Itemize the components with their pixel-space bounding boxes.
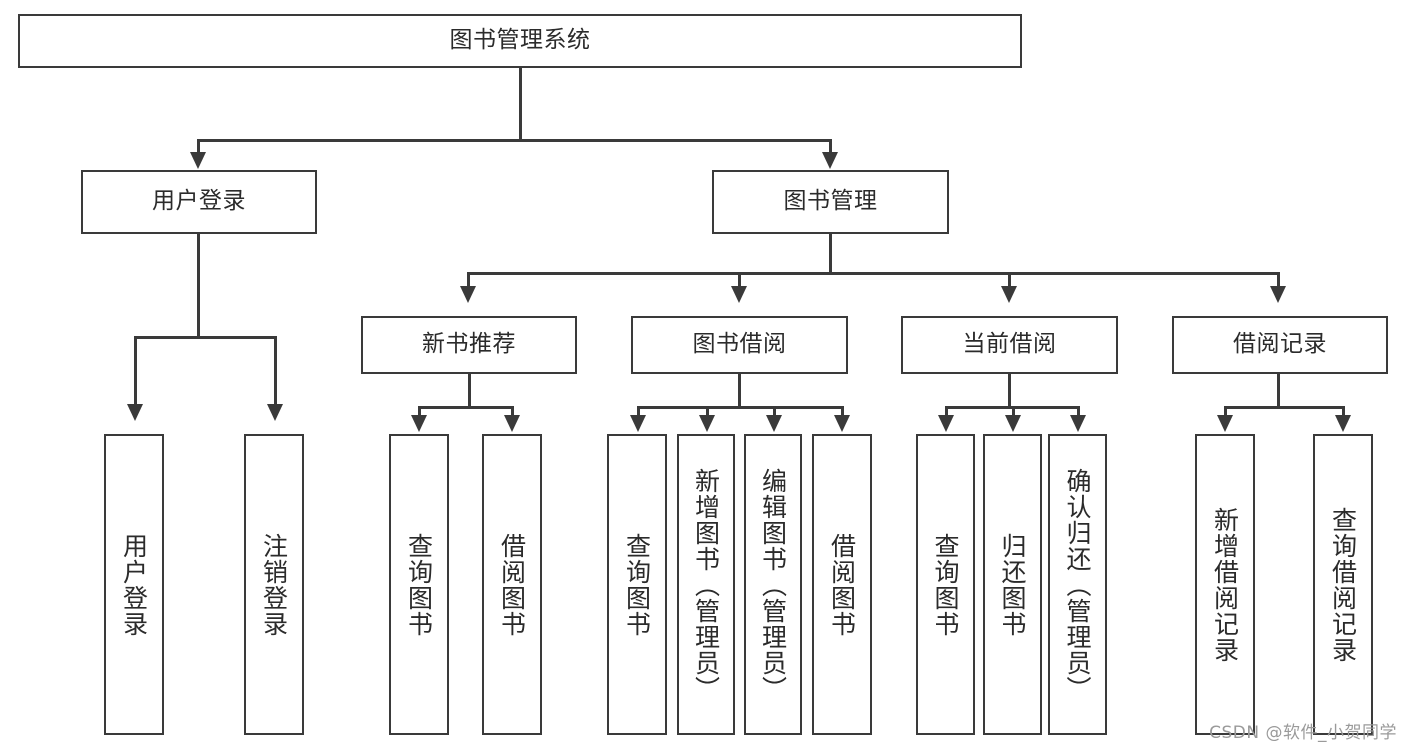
leaf-borrow-record-add[interactable]: 新增借阅记录 (1195, 434, 1255, 735)
leaf-user-login-logout[interactable]: 注销登录 (244, 434, 304, 735)
leaf-current-borrow-query[interactable]: 查询图书 (916, 434, 975, 735)
edge-current-borrow-to-leaf-1 (945, 406, 948, 420)
node-label: 归还图书 (998, 532, 1027, 637)
arrowhead-book-borrow-leaf-1 (630, 415, 646, 432)
node-borrow-record[interactable]: 借阅记录 (1172, 316, 1388, 374)
arrowhead-book-borrow-leaf-3 (766, 415, 782, 432)
node-current-borrow[interactable]: 当前借阅 (901, 316, 1118, 374)
node-label: 新增借阅记录 (1210, 506, 1240, 663)
leaf-user-login-login[interactable]: 用户登录 (104, 434, 164, 735)
node-label: 用户登录 (119, 532, 149, 637)
arrowhead-user-login-leaf-1 (127, 404, 143, 421)
node-label: 注销登录 (259, 532, 289, 637)
arrowhead-book-borrow-leaf-2 (699, 415, 715, 432)
node-label: 借阅图书 (497, 532, 527, 637)
edge-borrow-record-to-leaf-2 (1342, 406, 1345, 420)
node-label: 图书管理 (783, 188, 878, 215)
edge-root-stem (519, 68, 522, 140)
edge-user-login-to-leaf-1 (134, 336, 137, 409)
node-label: 查询图书 (931, 532, 960, 637)
arrowhead-current-borrow-leaf-3 (1070, 415, 1086, 432)
edge-bm-to-new-book (467, 272, 470, 290)
node-label: 图书借阅 (692, 331, 787, 358)
leaf-book-borrow-query[interactable]: 查询图书 (607, 434, 667, 735)
arrowhead-user-login-leaf-2 (267, 404, 283, 421)
edge-root-to-user-login (197, 139, 200, 157)
edge-new-book-to-leaf-2 (511, 406, 514, 420)
edge-book-borrow-bus (637, 406, 842, 409)
node-label: 新增图书（管理员） (691, 467, 721, 702)
node-label: 借阅记录 (1233, 331, 1327, 358)
leaf-new-book-query[interactable]: 查询图书 (389, 434, 449, 735)
leaf-new-book-borrow[interactable]: 借阅图书 (482, 434, 542, 735)
edge-book-borrow-to-leaf-4 (841, 406, 844, 420)
edge-user-login-stem (197, 234, 200, 338)
node-label: 查询图书 (404, 532, 434, 637)
edge-book-borrow-stem (738, 374, 741, 408)
node-label: 借阅图书 (827, 532, 857, 637)
edge-borrow-record-stem (1277, 374, 1280, 408)
arrowhead-new-book-leaf-1 (411, 415, 427, 432)
edge-book-borrow-to-leaf-3 (773, 406, 776, 420)
leaf-book-borrow-borrow-book[interactable]: 借阅图书 (812, 434, 872, 735)
edge-current-borrow-to-leaf-2 (1012, 406, 1015, 420)
edge-bm-to-borrow-record (1277, 272, 1280, 290)
arrowhead-to-book-borrow (731, 286, 747, 303)
edge-book-management-stem (829, 234, 832, 274)
leaf-current-borrow-return[interactable]: 归还图书 (983, 434, 1042, 735)
edge-new-book-bus (418, 406, 513, 409)
leaf-book-borrow-add-book-admin[interactable]: 新增图书（管理员） (677, 434, 735, 735)
edge-current-borrow-to-leaf-3 (1077, 406, 1080, 420)
edge-user-login-to-leaf-2 (274, 336, 277, 409)
arrowhead-to-current-borrow (1001, 286, 1017, 303)
arrowhead-borrow-record-leaf-1 (1217, 415, 1233, 432)
edge-user-login-bus (134, 336, 276, 339)
node-label: 编辑图书（管理员） (758, 467, 788, 702)
edge-book-management-bus (467, 272, 1277, 275)
arrowhead-to-new-book-recommend (460, 286, 476, 303)
edge-bm-to-book-borrow (738, 272, 741, 290)
leaf-borrow-record-query[interactable]: 查询借阅记录 (1313, 434, 1373, 735)
node-book-borrow[interactable]: 图书借阅 (631, 316, 848, 374)
edge-current-borrow-stem (1008, 374, 1011, 408)
node-label: 确认归还（管理员） (1063, 467, 1092, 702)
arrowhead-book-borrow-leaf-4 (834, 415, 850, 432)
edge-book-borrow-to-leaf-2 (706, 406, 709, 420)
node-label: 查询图书 (622, 532, 652, 637)
arrowhead-to-book-management (822, 152, 838, 169)
edge-borrow-record-bus (1224, 406, 1343, 409)
arrowhead-current-borrow-leaf-1 (938, 415, 954, 432)
node-new-book-recommend[interactable]: 新书推荐 (361, 316, 577, 374)
arrowhead-new-book-leaf-2 (504, 415, 520, 432)
edge-root-to-book-management (829, 139, 832, 157)
node-label: 查询借阅记录 (1328, 506, 1358, 663)
node-book-management[interactable]: 图书管理 (712, 170, 949, 234)
arrowhead-to-user-login (190, 152, 206, 169)
node-label: 当前借阅 (962, 331, 1057, 358)
node-label: 新书推荐 (422, 331, 516, 358)
arrowhead-to-borrow-record (1270, 286, 1286, 303)
edge-new-book-to-leaf-1 (418, 406, 421, 420)
arrowhead-borrow-record-leaf-2 (1335, 415, 1351, 432)
watermark-text: CSDN @软件_小贺同学 (1209, 723, 1397, 743)
node-user-login[interactable]: 用户登录 (81, 170, 317, 234)
edge-current-borrow-bus (945, 406, 1078, 409)
edge-borrow-record-to-leaf-1 (1224, 406, 1227, 420)
edge-new-book-stem (468, 374, 471, 408)
leaf-current-borrow-confirm-return-admin[interactable]: 确认归还（管理员） (1048, 434, 1107, 735)
edge-root-bus (197, 139, 831, 142)
edge-bm-to-current-borrow (1008, 272, 1011, 290)
node-label: 用户登录 (152, 188, 246, 215)
node-root-book-management-system[interactable]: 图书管理系统 (18, 14, 1022, 68)
leaf-book-borrow-edit-book-admin[interactable]: 编辑图书（管理员） (744, 434, 802, 735)
arrowhead-current-borrow-leaf-2 (1005, 415, 1021, 432)
node-label: 图书管理系统 (449, 27, 591, 54)
edge-book-borrow-to-leaf-1 (637, 406, 640, 420)
